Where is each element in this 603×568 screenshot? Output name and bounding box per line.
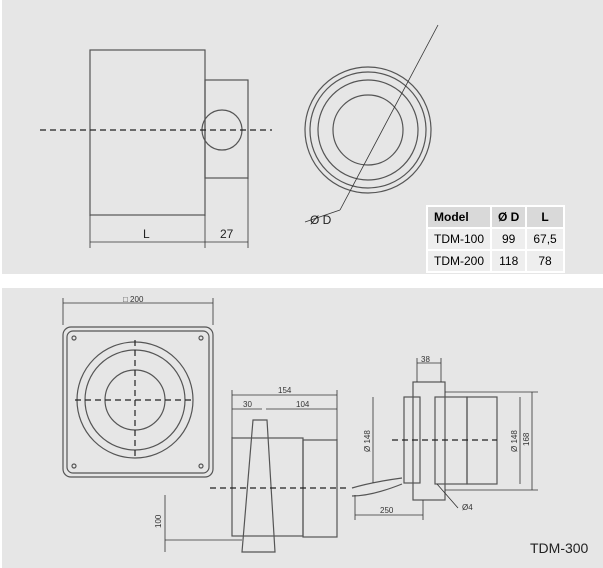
tdm300-section-view: 38 Ø 148 Ø 148 168 250 Ø4 — [351, 355, 538, 520]
header-diameter: Ø D — [490, 205, 528, 229]
cell-length: 78 — [525, 249, 565, 273]
dim-100: 100 — [154, 514, 163, 528]
dim-168: 168 — [522, 432, 531, 446]
header-length: L — [525, 205, 565, 229]
dim-38: 38 — [421, 355, 430, 364]
table-header-row: Model Ø D L — [425, 205, 565, 229]
model-label: TDM-300 — [530, 540, 589, 556]
tdm300-front-view: □ 200 — [62, 295, 214, 478]
fan-front-view: Ø D — [304, 24, 439, 227]
dim-200: □ 200 — [123, 295, 144, 304]
dim-30: 30 — [243, 400, 252, 409]
cell-length: 67,5 — [525, 227, 565, 251]
model-dimensions-table: Model Ø D L TDM-100 99 67,5 TDM-200 118 … — [425, 205, 565, 273]
dim-d148-right: Ø 148 — [510, 430, 519, 452]
dim-27: 27 — [220, 227, 234, 241]
tdm300-side-view: 154 30 104 100 — [154, 386, 350, 553]
dim-d4: Ø4 — [462, 503, 473, 512]
table-row: TDM-200 118 78 — [425, 249, 565, 273]
dim-d148-left: Ø 148 — [363, 430, 372, 452]
cell-diameter: 99 — [490, 227, 528, 251]
table-row: TDM-100 99 67,5 — [425, 227, 565, 251]
cell-model: TDM-100 — [425, 227, 493, 251]
header-model: Model — [425, 205, 493, 229]
dim-L: L — [143, 227, 150, 241]
dim-250: 250 — [380, 506, 394, 515]
cell-diameter: 118 — [490, 249, 528, 273]
cell-model: TDM-200 — [425, 249, 493, 273]
dim-104: 104 — [296, 400, 310, 409]
dim-diameter: Ø D — [310, 213, 332, 227]
dim-154: 154 — [278, 386, 292, 395]
fan-side-view: L 27 — [40, 49, 272, 248]
